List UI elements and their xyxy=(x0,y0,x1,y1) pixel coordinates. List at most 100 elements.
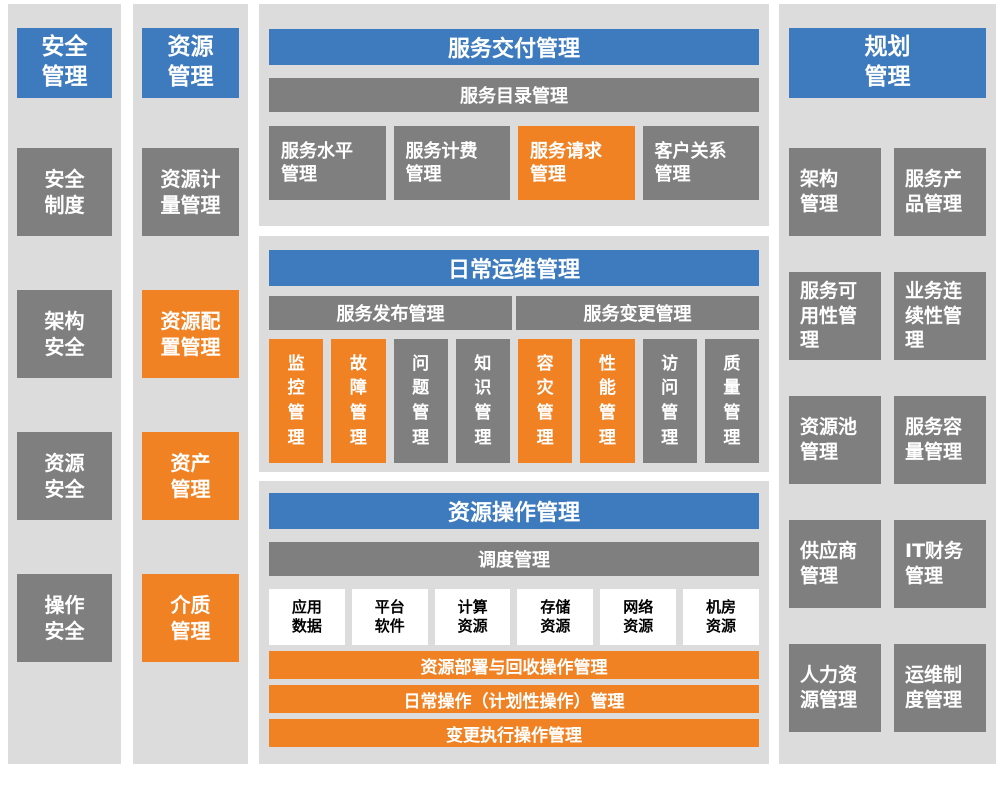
service-level-box: 服务水平 管理 xyxy=(269,126,386,200)
daily-ops-panel: 日常运维管理 服务发布管理 服务变更管理 监 控 管 理 故 障 管 理 问 题… xyxy=(259,236,769,472)
network-resource-label: 网络 资源 xyxy=(623,597,654,636)
resource-metering-box: 资源计 量管理 xyxy=(142,148,239,236)
service-delivery-panel: 服务交付管理 服务目录管理 服务水平 管理 服务计费 管理 服务请求 管理 客户… xyxy=(259,4,769,226)
customer-relation-box: 客户关系 管理 xyxy=(642,126,759,200)
service-capacity-box: 服务容 量管理 xyxy=(894,396,986,484)
security-policy-box: 安全 制度 xyxy=(17,148,112,236)
access-box: 访 问 管 理 xyxy=(642,339,697,463)
service-product-box: 服务产 品管理 xyxy=(894,148,986,236)
monitoring-label: 监 控 管 理 xyxy=(287,353,305,448)
business-continuity-box: 业务连 续性管 理 xyxy=(894,272,986,360)
performance-label: 性 能 管 理 xyxy=(598,353,616,448)
quality-label: 质 量 管 理 xyxy=(723,353,741,448)
machine-room-box: 机房 资源 xyxy=(683,589,759,645)
resource-header-label: 资源 管理 xyxy=(167,34,214,90)
service-delivery-title-bar: 服务交付管理 xyxy=(269,29,759,65)
resource-header: 资源 管理 xyxy=(142,28,239,98)
it-finance-label: IT财务 管理 xyxy=(905,540,964,587)
performance-box: 性 能 管 理 xyxy=(580,339,635,463)
change-exec-label: 变更执行操作管理 xyxy=(446,725,582,746)
compute-resource-label: 计算 资源 xyxy=(457,597,488,636)
media-mgmt-box: 介质 管理 xyxy=(142,574,239,662)
architecture-mgmt-box: 架构 管理 xyxy=(789,148,881,236)
it-finance-box: IT财务 管理 xyxy=(894,520,986,608)
daily-ops-title: 日常运维管理 xyxy=(447,258,580,283)
resource-pool-label: 资源池 管理 xyxy=(800,416,858,463)
ops-policy-label: 运维制 度管理 xyxy=(905,664,963,711)
problem-box: 问 题 管 理 xyxy=(393,339,448,463)
service-catalog-label: 服务目录管理 xyxy=(460,86,568,107)
service-release-bar: 服务发布管理 xyxy=(269,296,512,330)
deploy-recycle-label: 资源部署与回收操作管理 xyxy=(420,657,608,678)
resource-config-label: 资源配 置管理 xyxy=(160,309,221,359)
app-data-box: 应用 数据 xyxy=(269,589,345,645)
business-continuity-label: 业务连 续性管 理 xyxy=(905,279,963,352)
service-request-label: 服务请求 管理 xyxy=(530,140,602,185)
planning-header-label: 规划 管理 xyxy=(864,34,911,90)
resource-security-label: 资源 安全 xyxy=(44,451,85,501)
routine-ops-label: 日常操作（计划性操作）管理 xyxy=(403,691,625,712)
service-delivery-row: 服务水平 管理 服务计费 管理 服务请求 管理 客户关系 管理 xyxy=(269,126,759,200)
planning-column: 规划 管理 架构 管理 服务产 品管理 服务可 用性管 理 业务连 续性管 理 … xyxy=(779,4,996,764)
fault-label: 故 障 管 理 xyxy=(349,353,367,448)
compute-resource-box: 计算 资源 xyxy=(434,589,511,645)
access-label: 访 问 管 理 xyxy=(661,353,679,448)
planning-header: 规划 管理 xyxy=(789,28,986,98)
service-change-label: 服务变更管理 xyxy=(583,304,692,325)
operation-security-label: 操作 安全 xyxy=(44,593,85,643)
resource-metering-label: 资源计 量管理 xyxy=(160,167,221,217)
daily-ops-title-bar: 日常运维管理 xyxy=(269,250,759,286)
architecture-security-box: 架构 安全 xyxy=(17,290,112,378)
service-billing-label: 服务计费 管理 xyxy=(405,140,478,185)
security-header: 安全 管理 xyxy=(17,28,112,98)
service-change-bar: 服务变更管理 xyxy=(516,296,759,330)
supplier-mgmt-box: 供应商 管理 xyxy=(789,520,881,608)
hr-mgmt-label: 人力资 源管理 xyxy=(800,664,858,711)
service-capacity-label: 服务容 量管理 xyxy=(905,416,963,463)
service-billing-box: 服务计费 管理 xyxy=(393,126,510,200)
storage-resource-label: 存储 资源 xyxy=(540,597,571,636)
media-mgmt-label: 介质 管理 xyxy=(170,593,211,643)
quality-box: 质 量 管 理 xyxy=(704,339,759,463)
asset-mgmt-box: 资产 管理 xyxy=(142,432,239,520)
security-column: 安全 管理 安全 制度 架构 安全 资源 安全 操作 安全 xyxy=(8,4,121,764)
security-policy-label: 安全 制度 xyxy=(44,167,85,217)
service-product-label: 服务产 品管理 xyxy=(905,168,963,215)
resource-ops-panel: 资源操作管理 调度管理 应用 数据 平台 软件 计算 资源 存储 资源 网络 资… xyxy=(259,481,769,764)
platform-software-label: 平台 软件 xyxy=(374,597,405,636)
deploy-recycle-bar: 资源部署与回收操作管理 xyxy=(269,651,759,679)
service-availability-box: 服务可 用性管 理 xyxy=(789,272,881,360)
disaster-recovery-label: 容 灾 管 理 xyxy=(536,353,554,448)
routine-ops-bar: 日常操作（计划性操作）管理 xyxy=(269,685,759,713)
resource-ops-title-bar: 资源操作管理 xyxy=(269,493,759,529)
planning-grid: 架构 管理 服务产 品管理 服务可 用性管 理 业务连 续性管 理 资源池 管理… xyxy=(789,148,986,732)
monitoring-box: 监 控 管 理 xyxy=(269,339,324,463)
asset-mgmt-label: 资产 管理 xyxy=(170,451,211,501)
disaster-recovery-box: 容 灾 管 理 xyxy=(518,339,573,463)
storage-resource-box: 存储 资源 xyxy=(517,589,594,645)
app-data-label: 应用 数据 xyxy=(291,597,322,636)
resource-types-row: 应用 数据 平台 软件 计算 资源 存储 资源 网络 资源 机房 资源 xyxy=(269,589,759,645)
supplier-mgmt-label: 供应商 管理 xyxy=(800,540,858,587)
service-request-box: 服务请求 管理 xyxy=(518,126,635,200)
scheduling-label: 调度管理 xyxy=(478,550,550,571)
change-exec-bar: 变更执行操作管理 xyxy=(269,719,759,747)
resource-pool-box: 资源池 管理 xyxy=(789,396,881,484)
security-header-label: 安全 管理 xyxy=(41,34,88,90)
fault-box: 故 障 管 理 xyxy=(331,339,386,463)
knowledge-box: 知 识 管 理 xyxy=(455,339,510,463)
resource-security-box: 资源 安全 xyxy=(17,432,112,520)
service-release-label: 服务发布管理 xyxy=(336,304,445,325)
customer-relation-label: 客户关系 管理 xyxy=(654,140,727,185)
daily-ops-group-row: 服务发布管理 服务变更管理 xyxy=(269,296,759,330)
service-level-label: 服务水平 管理 xyxy=(281,140,353,185)
platform-software-box: 平台 软件 xyxy=(351,589,428,645)
operation-security-box: 操作 安全 xyxy=(17,574,112,662)
architecture-security-label: 架构 安全 xyxy=(44,309,85,359)
problem-label: 问 题 管 理 xyxy=(412,353,430,448)
hr-mgmt-box: 人力资 源管理 xyxy=(789,644,881,732)
service-delivery-title: 服务交付管理 xyxy=(447,37,580,62)
architecture-mgmt-label: 架构 管理 xyxy=(800,168,839,215)
network-resource-box: 网络 资源 xyxy=(600,589,677,645)
